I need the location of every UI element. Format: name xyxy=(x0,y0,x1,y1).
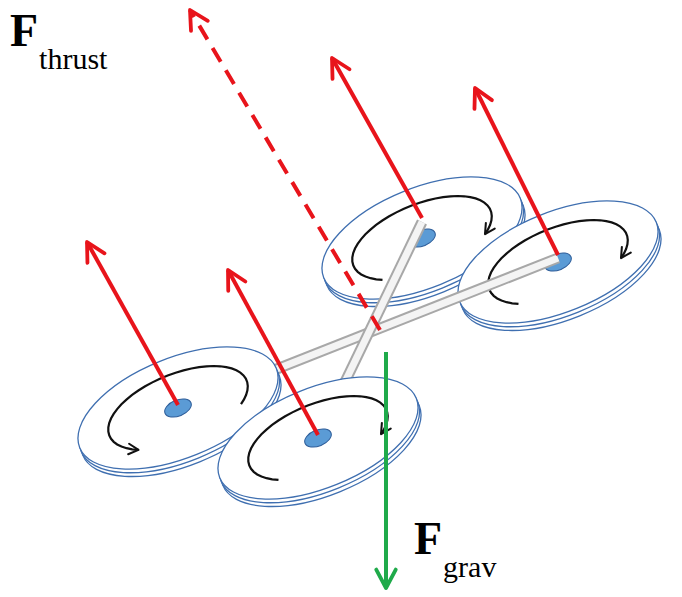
rotor-disc xyxy=(201,352,435,524)
rotor-hub xyxy=(162,395,194,420)
force-symbol: F xyxy=(10,8,38,54)
thrust-arrow xyxy=(228,270,318,435)
gravity-arrow xyxy=(384,352,388,588)
force-symbol: F xyxy=(414,516,442,562)
rotor xyxy=(201,352,438,532)
rotor-hub xyxy=(302,425,334,450)
thrust-arrow xyxy=(475,88,558,255)
total-thrust-arrow xyxy=(190,10,380,330)
thrust-arrow xyxy=(87,242,178,405)
rotor xyxy=(441,176,678,356)
force-subscript: thrust xyxy=(39,44,107,74)
thrust-arrow xyxy=(332,58,422,218)
force-subscript: grav xyxy=(443,552,496,582)
